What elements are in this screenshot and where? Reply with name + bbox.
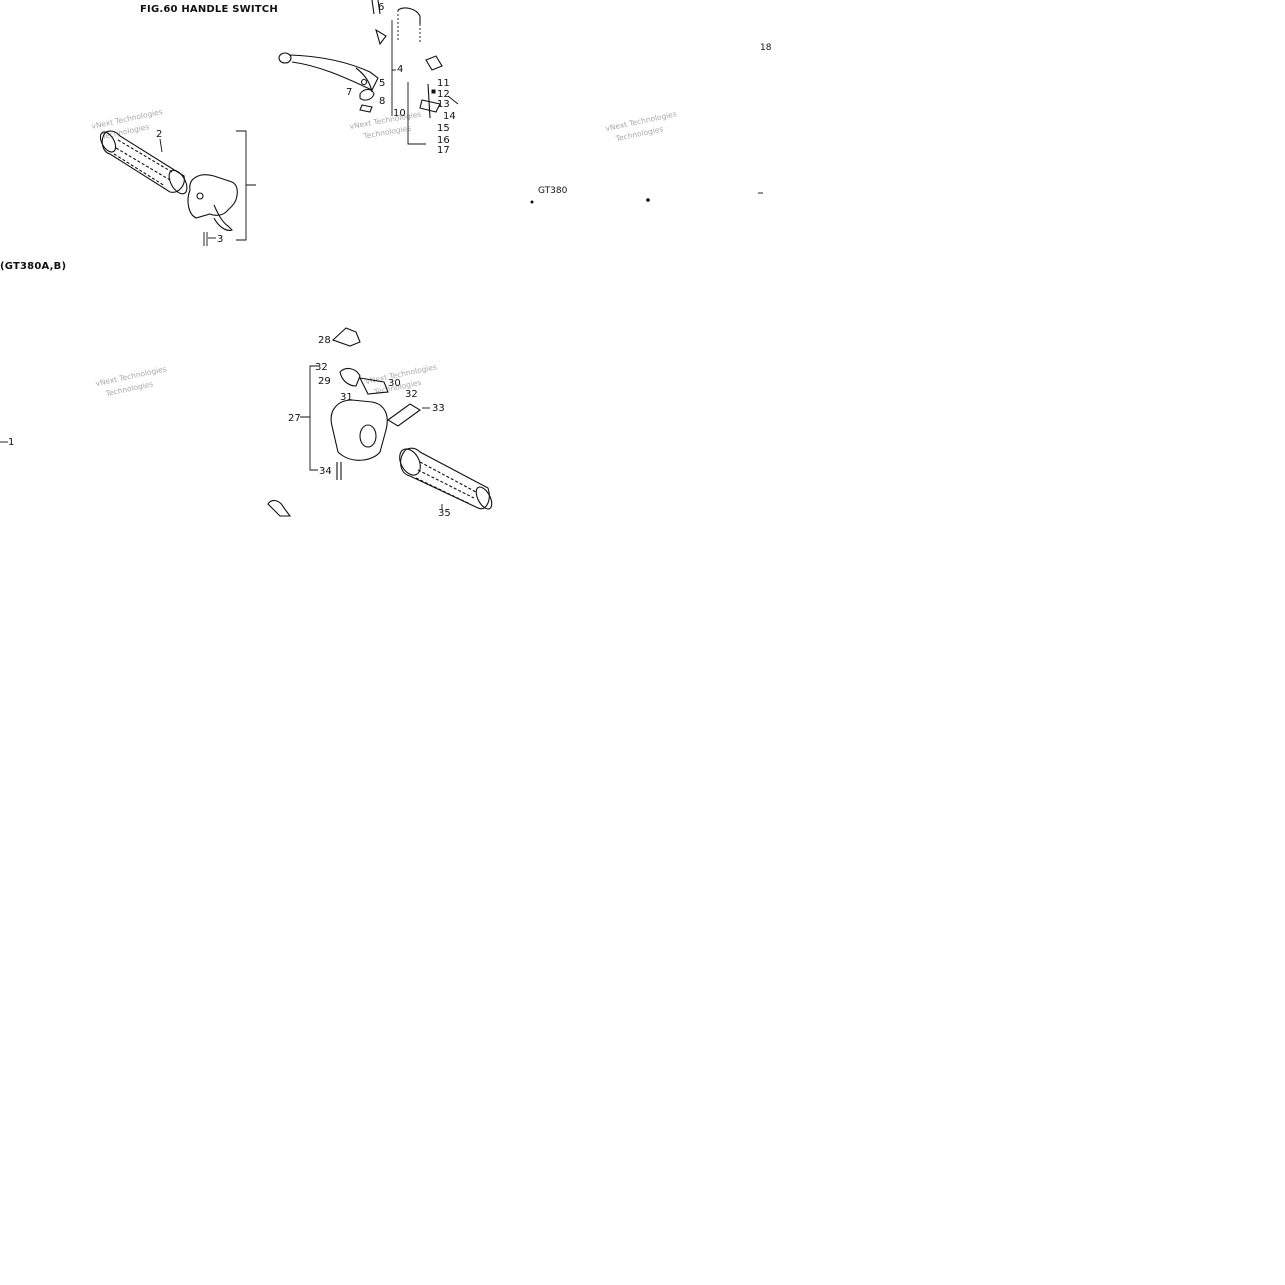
- watermark-4: vNext Technologies Technologies: [95, 364, 168, 398]
- callout-16: 16: [437, 135, 450, 146]
- callout-7: 7: [346, 87, 352, 98]
- model-label: GT380: [538, 186, 568, 196]
- callout-13: 13: [437, 99, 450, 110]
- callout-32a: 32: [315, 362, 328, 373]
- callout-15: 15: [437, 123, 450, 134]
- left-grip-drawing: [99, 130, 188, 195]
- mark-dot-2: [530, 200, 534, 204]
- callout-4: 4: [397, 64, 403, 75]
- switch-parts-cluster-drawing: [407, 55, 459, 145]
- callout-10: 10: [393, 108, 406, 119]
- callout-28: 28: [318, 335, 331, 346]
- watermark-1: vNext Technologies Technologies: [91, 107, 164, 141]
- callout-32b: 32: [405, 389, 418, 400]
- clutch-lever-drawing: [278, 52, 379, 93]
- watermark-5: vNext Technologies Technologies: [365, 362, 438, 397]
- callout-34: 34: [319, 466, 332, 477]
- callout-31: 31: [340, 392, 353, 403]
- callout-17: 17: [437, 145, 450, 156]
- callout-30: 30: [388, 378, 401, 389]
- callout-5: 5: [379, 78, 385, 89]
- callout-11: 11: [437, 78, 450, 89]
- callout-12: 12: [437, 89, 450, 100]
- watermark-3: vNext Technologies Technologies: [605, 109, 678, 143]
- callout-3: 3: [217, 234, 223, 245]
- lever-perch-drawing: [359, 0, 421, 113]
- callout-14: 14: [443, 111, 456, 122]
- right-assembly-bracket: [300, 365, 318, 471]
- left-switch-housing-drawing: [187, 174, 238, 246]
- callout-33: 33: [432, 403, 445, 414]
- callout-6: 6: [378, 2, 384, 13]
- callout-27: 27: [288, 413, 301, 424]
- callout-18: 18: [760, 43, 772, 53]
- callout-35: 35: [438, 508, 451, 519]
- mark-dot-1: [646, 198, 650, 202]
- watermark-2: vNext Technologies Technologies: [349, 109, 422, 140]
- left-assembly-bracket: [236, 130, 256, 241]
- callout-2: 2: [156, 129, 162, 140]
- callout-29: 29: [318, 376, 331, 387]
- callout-1: 1: [8, 437, 14, 448]
- throttle-stub-drawing: [267, 499, 292, 517]
- right-switch-housing-drawing: [330, 327, 421, 480]
- figure-subtitle: (GT380A,B): [0, 261, 66, 272]
- callout-8: 8: [379, 96, 385, 107]
- figure-title: FIG.60 HANDLE SWITCH: [140, 4, 278, 15]
- right-grip-drawing: [399, 447, 493, 510]
